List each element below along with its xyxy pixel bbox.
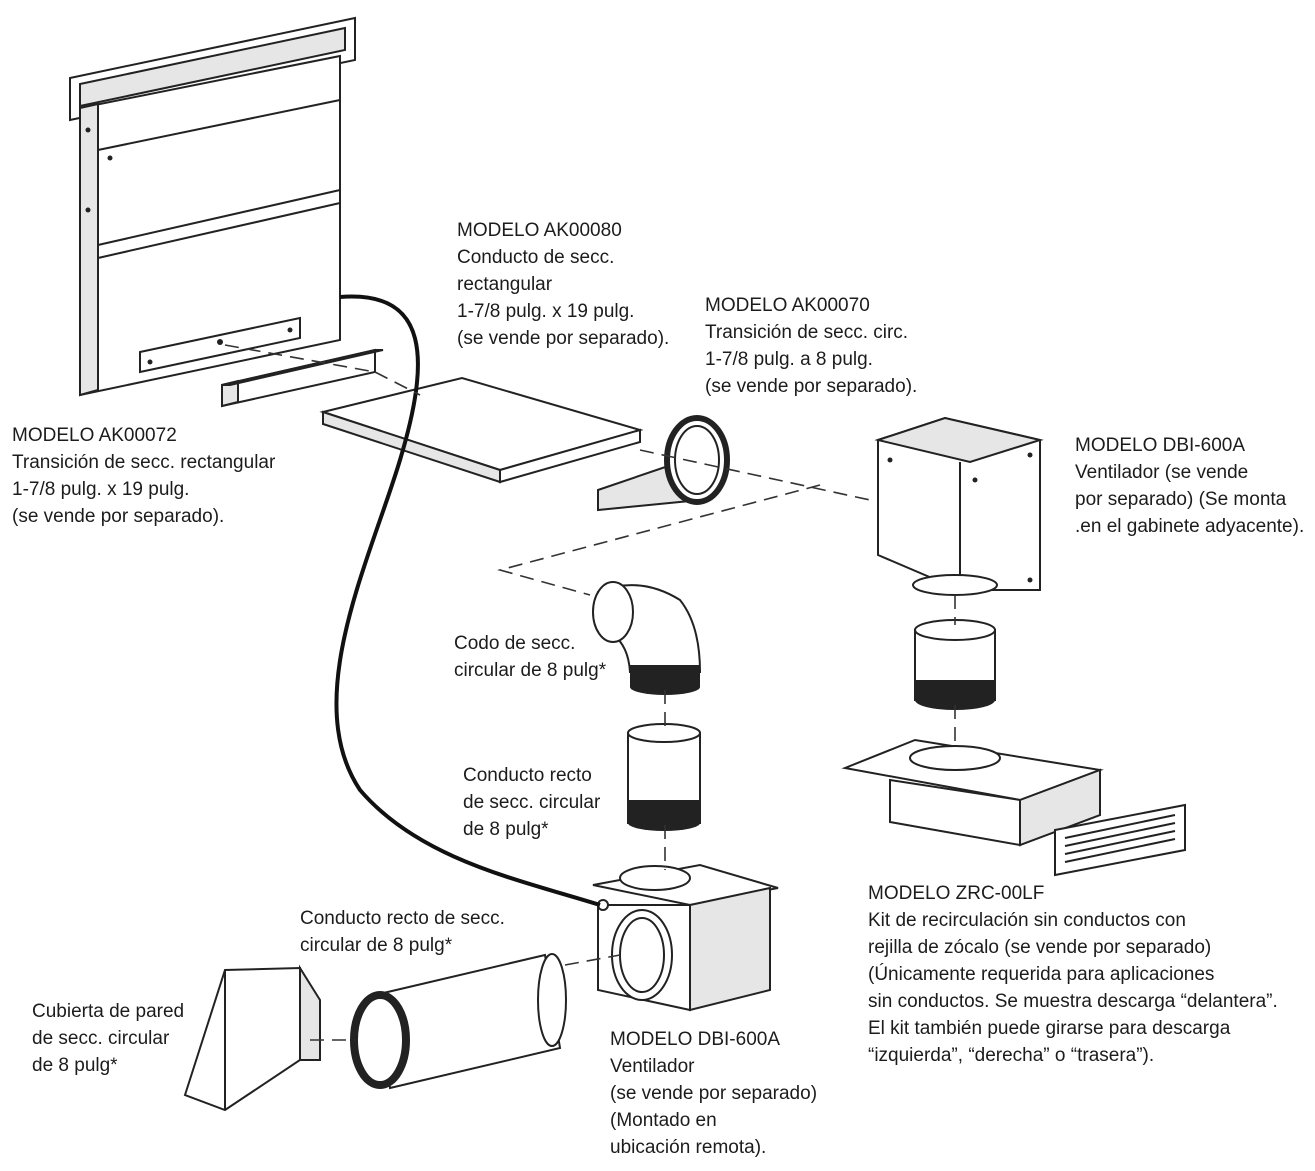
round-straight-duct-mid	[627, 723, 701, 831]
label-line: Kit de recirculación sin conductos con	[868, 910, 1186, 931]
label-line: de secc. circular	[463, 792, 601, 813]
label-line: Cubierta de pared	[32, 1001, 185, 1022]
label-line: circular de 8 pulg*	[300, 935, 453, 956]
label-line: 1-7/8 pulg. a 8 pulg.	[705, 349, 873, 370]
label-line: rectangular	[457, 274, 553, 295]
dbi600a-blower-lower	[592, 863, 779, 1012]
label-line: Transición de secc. circ.	[705, 322, 909, 343]
dbi600a-blower-top	[874, 416, 1044, 596]
label-straight-duct-lower: Conducto recto de secc. circular de 8 pu…	[300, 905, 505, 959]
label-line: ubicación remota).	[610, 1137, 767, 1158]
ak00072-rectangular-transition	[221, 348, 384, 408]
label-line: El kit también puede girarse para descar…	[868, 1018, 1231, 1039]
label-line: MODELO ZRC-00LF	[868, 883, 1045, 904]
label-line: Ventilador	[610, 1056, 695, 1077]
label-line: MODELO AK00080	[457, 220, 622, 241]
downdraft-hood-unit	[69, 16, 356, 397]
label-line: MODELO DBI-600A	[610, 1029, 780, 1050]
connection-lines	[224, 344, 956, 1041]
label-ak00070: MODELO AK00070 Transición de secc. circ.…	[705, 292, 917, 400]
label-line: de secc. circular	[32, 1028, 170, 1049]
label-line: Codo de secc.	[454, 633, 576, 654]
label-line: MODELO AK00070	[705, 295, 870, 316]
toe-kick-grille	[1064, 814, 1176, 863]
label-line: MODELO AK00072	[12, 425, 177, 446]
label-straight-duct-mid: Conducto recto de secc. circular de 8 pu…	[463, 762, 600, 843]
recirculation-round-duct	[914, 619, 996, 710]
label-line: por separado) (Se monta	[1075, 489, 1287, 510]
label-line: circular de 8 pulg*	[454, 660, 607, 681]
label-line: Conducto recto de secc.	[300, 908, 505, 929]
label-ak00080: MODELO AK00080 Conducto de secc. rectang…	[457, 217, 669, 352]
wiring-cable	[334, 294, 601, 907]
label-line: (se vende por separado).	[12, 506, 225, 527]
label-line: MODELO DBI-600A	[1075, 435, 1245, 456]
label-dbi600a-top: MODELO DBI-600A Ventilador (se vende por…	[1075, 432, 1304, 540]
ak00080-rectangular-duct	[319, 376, 644, 484]
label-line: Conducto recto	[463, 765, 592, 786]
label-line: “izquierda”, “derecha” o “trasera”).	[868, 1045, 1155, 1066]
label-line: Ventilador (se vende	[1075, 462, 1249, 483]
label-line: rejilla de zócalo (se vende por separado…	[868, 937, 1212, 958]
label-line: 1-7/8 pulg. x 19 pulg.	[12, 479, 190, 500]
round-straight-duct-lower	[350, 953, 567, 1090]
label-line: 1-7/8 pulg. x 19 pulg.	[457, 301, 635, 322]
label-line: (se vende por separado).	[705, 376, 918, 397]
label-line: (Montado en	[610, 1110, 717, 1131]
label-line: Conducto de secc.	[457, 247, 615, 268]
label-line: Transición de secc. rectangular	[12, 452, 276, 473]
ak00070-round-transition	[597, 415, 730, 512]
label-wall-cap: Cubierta de pared de secc. circular de 8…	[32, 998, 184, 1079]
label-line: .en el gabinete adyacente).	[1075, 516, 1305, 537]
label-ak00072: MODELO AK00072 Transición de secc. recta…	[12, 422, 275, 530]
label-line: de 8 pulg*	[32, 1055, 118, 1076]
label-line: (Únicamente requerida para aplicaciones	[868, 964, 1215, 985]
label-zrc00lf: MODELO ZRC-00LF Kit de recirculación sin…	[868, 880, 1278, 1069]
label-line: de 8 pulg*	[463, 819, 549, 840]
label-dbi600a-lower: MODELO DBI-600A Ventilador (se vende por…	[610, 1026, 817, 1161]
wall-cap	[183, 964, 321, 1112]
label-line: (se vende por separado)	[610, 1083, 818, 1104]
label-line: sin conductos. Se muestra descarga “dela…	[868, 991, 1278, 1012]
label-line: (se vende por separado).	[457, 328, 670, 349]
zrc00lf-recirculation-kit	[841, 738, 1186, 877]
round-elbow	[592, 581, 702, 695]
label-elbow: Codo de secc. circular de 8 pulg*	[454, 630, 606, 684]
